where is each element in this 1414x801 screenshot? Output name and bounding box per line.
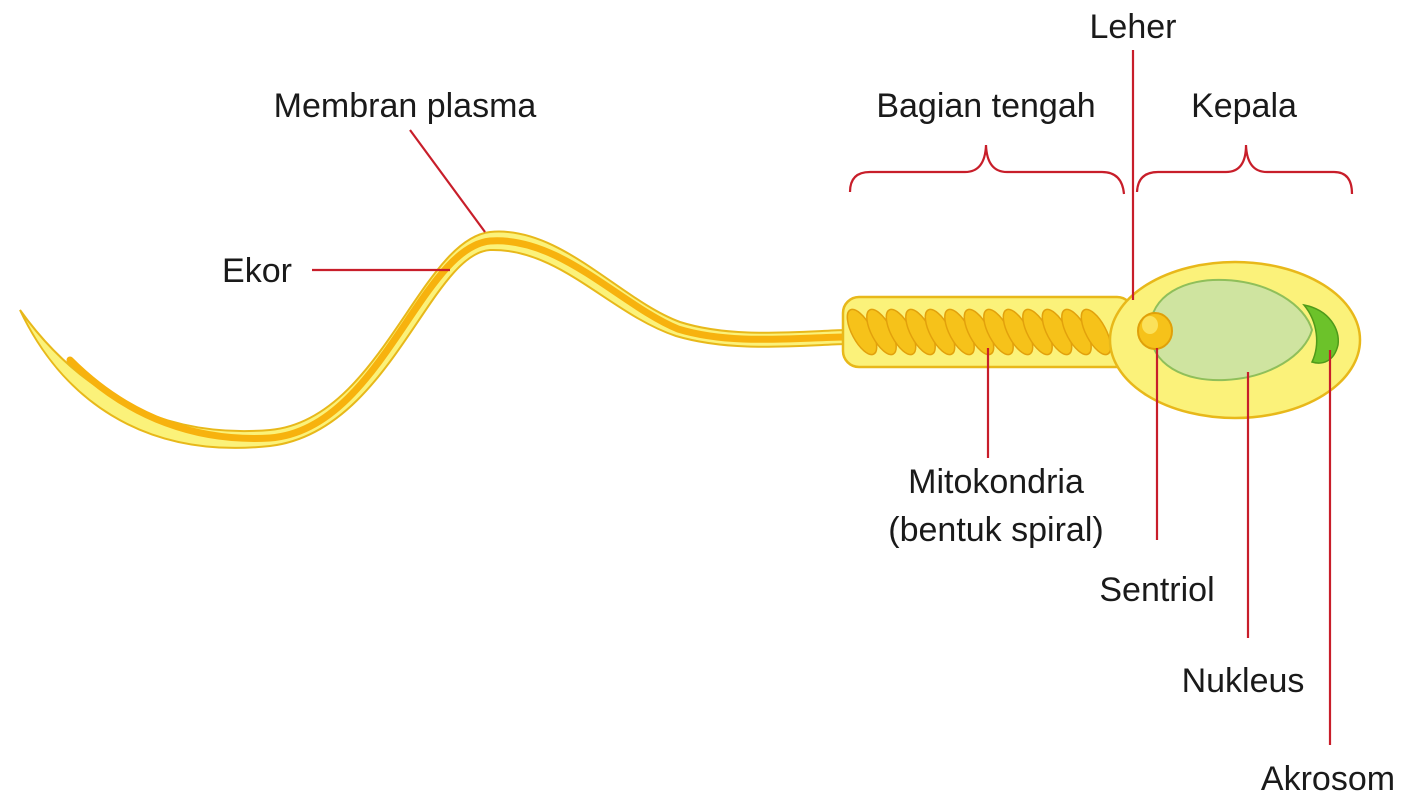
label-mitokondria-sub: (bentuk spiral) <box>888 511 1103 549</box>
label-ekor: Ekor <box>222 252 292 290</box>
label-kepala: Kepala <box>1191 87 1297 125</box>
label-akrosom: Akrosom <box>1261 760 1395 798</box>
bagian-tengah-brace <box>850 145 1124 194</box>
centriole-highlight <box>1142 316 1158 334</box>
label-membran-plasma: Membran plasma <box>274 87 537 125</box>
head <box>1110 262 1360 418</box>
label-nukleus: Nukleus <box>1182 662 1305 700</box>
label-leher: Leher <box>1090 8 1177 46</box>
label-bagian-tengah: Bagian tengah <box>876 87 1095 125</box>
label-mitokondria: Mitokondria <box>908 463 1084 501</box>
tail-axial-band <box>70 241 845 439</box>
membran-plasma-leader <box>410 130 485 232</box>
kepala-brace <box>1137 145 1352 194</box>
tail <box>20 232 845 448</box>
label-sentriol: Sentriol <box>1099 571 1214 609</box>
